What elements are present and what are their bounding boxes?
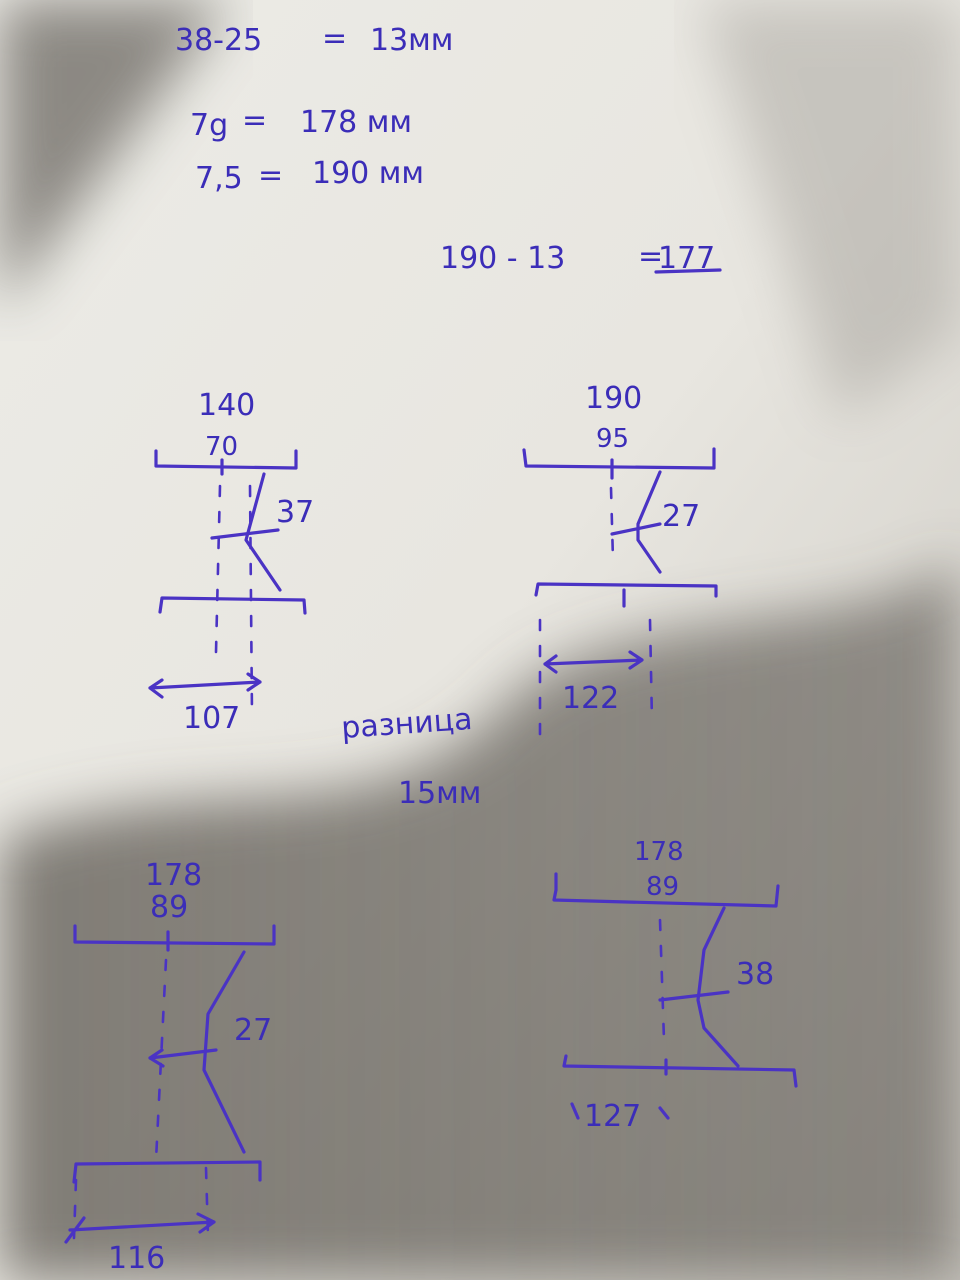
calc-line4-underline <box>654 268 722 274</box>
diagram-3-offset-arrow <box>148 1048 218 1068</box>
diagram-1-center-line <box>214 484 222 654</box>
diagram-2-center-line <box>609 486 615 562</box>
diagram-2: 190 95 27 122 <box>522 381 718 740</box>
diagram-2-offset: 27 <box>662 499 700 534</box>
diagram-1-width: 140 <box>198 388 255 423</box>
diagram-1-span-arrow <box>148 672 262 699</box>
diagram-2-right-guide <box>648 618 654 724</box>
diagram-2-width: 190 <box>585 381 642 416</box>
diagram-4-span: 127 <box>584 1099 641 1134</box>
diagram-4-top-bar <box>552 872 780 908</box>
calc-line3-eq: = <box>258 158 283 193</box>
diagram-3-span-arrow <box>64 1212 216 1244</box>
shadow-bottom <box>0 560 960 1280</box>
note-value: 15мм <box>398 776 481 811</box>
diagram-4-offset-mark <box>658 990 730 1002</box>
diagram-3-left-guide <box>72 1178 78 1240</box>
diagram-3-center-line <box>154 958 168 1162</box>
diagram-4-bottom-bar <box>562 1054 798 1088</box>
diagram-3-top-bar <box>73 924 276 946</box>
diagram-2-spoke <box>636 470 662 574</box>
diagram-2-half: 95 <box>596 424 629 454</box>
calc-line2-left: 7g <box>190 108 228 143</box>
calc-line1-eq: = <box>322 21 347 56</box>
diagram-4: 178 89 38 127 <box>552 837 798 1134</box>
diagram-1-offset-mark <box>210 528 280 540</box>
shadow-top-left <box>0 0 230 310</box>
calc-line1-right: 13мм <box>370 23 453 58</box>
diagram-2-span: 122 <box>562 681 619 716</box>
calc-line2-eq: = <box>242 103 267 138</box>
diagram-1-spoke <box>244 472 282 592</box>
diagram-1: 140 70 37 107 <box>148 388 314 736</box>
diagram-2-top-bar <box>522 447 716 470</box>
diagram-3-offset: 27 <box>234 1013 272 1048</box>
calc-line2-right: 178 мм <box>300 105 412 140</box>
diagram-2-offset-mark <box>610 522 662 536</box>
diagram-1-offset: 37 <box>276 495 314 530</box>
diagram-3: 178 89 27 116 <box>64 858 276 1276</box>
diagram-1-bottom-bar <box>158 596 307 615</box>
calc-line1-left: 38-25 <box>175 23 262 58</box>
diagram-3-half: 89 <box>150 890 188 925</box>
diagram-1-top-bar <box>154 449 298 470</box>
diagram-4-width: 178 <box>634 837 684 867</box>
diagram-1-span: 107 <box>183 701 240 736</box>
calc-line3-left: 7,5 <box>195 161 243 196</box>
diagram-3-span: 116 <box>108 1241 165 1276</box>
diagram-4-center-line <box>658 918 666 1042</box>
diagram-4-right-tick <box>658 1106 670 1120</box>
diagram-2-bottom-bar <box>534 582 718 598</box>
diagram-4-half: 89 <box>646 872 679 902</box>
diagram-3-bottom-bar <box>72 1160 262 1184</box>
diagram-4-spoke <box>696 906 740 1068</box>
diagram-4-offset: 38 <box>736 957 774 992</box>
diagram-3-spoke <box>202 950 246 1154</box>
diagram-3-width: 178 <box>145 858 202 893</box>
diagram-2-span-arrow <box>543 650 644 674</box>
diagram-4-left-tick <box>570 1102 580 1120</box>
calc-line3-right: 190 мм <box>312 156 424 191</box>
calc-line4-left: 190 - 13 <box>440 241 565 276</box>
shadow-right <box>700 0 960 420</box>
diagram-1-half: 70 <box>205 432 238 462</box>
calc-line4-eq: = <box>638 239 663 274</box>
